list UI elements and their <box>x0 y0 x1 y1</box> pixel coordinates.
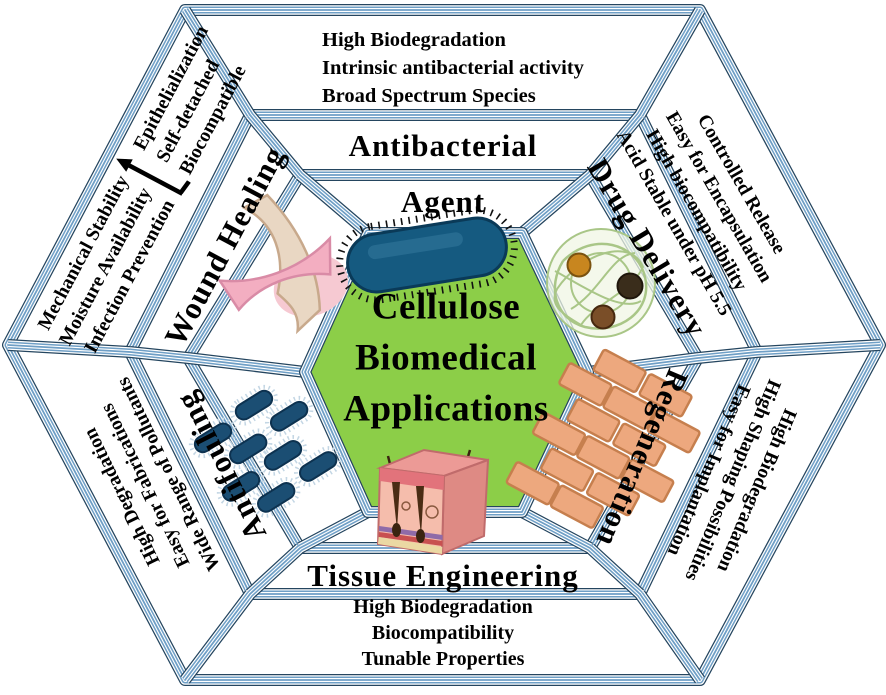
up-arrow-icon <box>116 158 191 196</box>
center-title-line: Cellulose <box>371 286 521 328</box>
wound-bandage-icon <box>217 193 349 335</box>
nanocapsule-icon <box>546 228 656 338</box>
antibacterial-title: Antibacterial <box>348 128 538 163</box>
wound-healing-features: Mechanical Stability Moisture Availabili… <box>27 20 265 365</box>
feature-line: Broad Spectrum Species <box>322 85 536 107</box>
feature-line: Tunable Properties <box>361 648 525 670</box>
antibacterial-features: High Biodegradation Intrinsic antibacter… <box>322 26 584 110</box>
feature-line: Biocompatibility <box>371 622 515 644</box>
center-title-line: Biomedical <box>355 337 537 379</box>
center-title-line: Applications <box>343 388 549 430</box>
feature-line: Intrinsic antibacterial activity <box>322 57 584 79</box>
feature-line: High Biodegradation <box>322 29 506 51</box>
center-title: Cellulose Biomedical Applications <box>343 282 548 435</box>
tissue-engineering-title: Tissue Engineering <box>307 558 579 593</box>
antibacterial-subtitle: Agent <box>400 184 486 219</box>
tissue-engineering-features: High Biodegradation Biocompatibility Tun… <box>353 594 532 672</box>
skin-tissue-icon <box>376 448 490 556</box>
bacterium-icon <box>336 206 518 304</box>
feature-line: High Biodegradation <box>353 596 533 618</box>
